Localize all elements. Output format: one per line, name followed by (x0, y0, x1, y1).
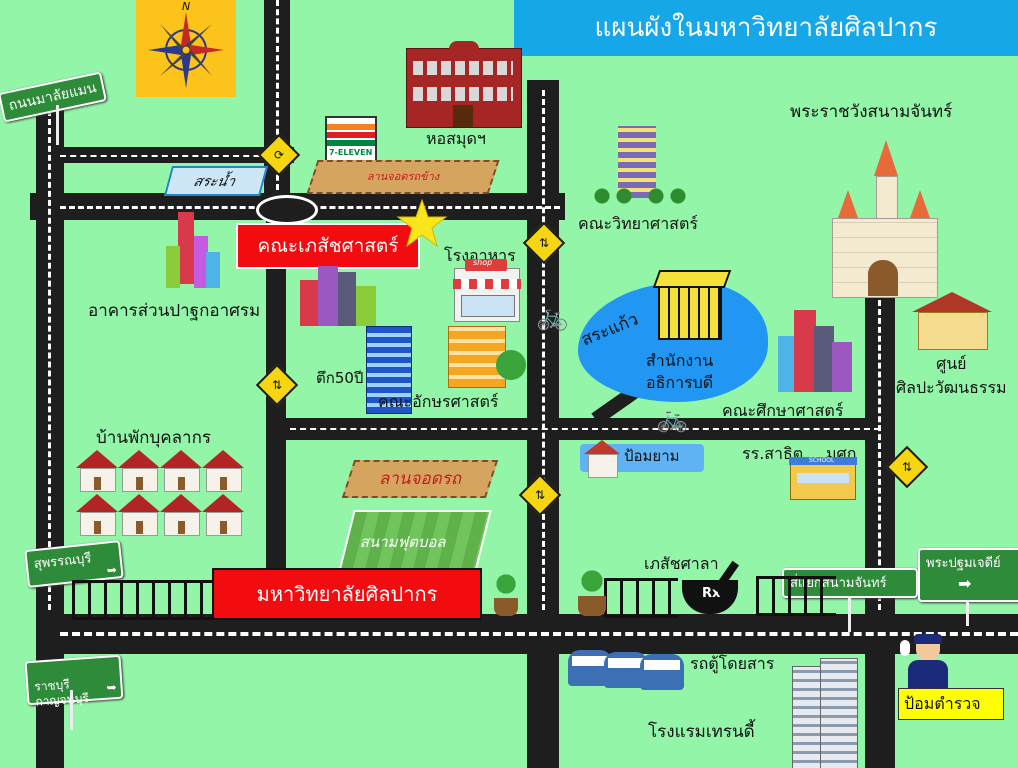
north-label: N (182, 0, 191, 13)
two-way-traffic-icon: ⇅ (271, 378, 283, 392)
education-building (778, 310, 852, 392)
culture-center-house (912, 292, 992, 350)
seven-eleven-label: 7-ELEVEN (329, 148, 373, 157)
palace-label: พระราชวังสนามจันทร์ (790, 102, 953, 122)
pool: สระน้ำ (163, 166, 269, 196)
lane-marking (48, 110, 51, 610)
staff-house (160, 494, 202, 536)
football-field-label: สนามฟุตบอล (359, 533, 446, 551)
lane-marking (60, 155, 290, 157)
map-title: แผนผังในมหาวิทยาลัยศิลปากร (514, 0, 1018, 56)
staff-house (202, 450, 244, 492)
bicycle-icon: 🚲 (536, 302, 569, 332)
canteen-shop: shop (453, 258, 521, 322)
shop-label: shop (473, 258, 493, 267)
library-label: หอสมุดฯ (426, 129, 486, 148)
library-building (406, 41, 522, 128)
campus-fence (756, 576, 836, 616)
sign-phra-pathom: พระปฐมเจดีย์ ➡ (918, 548, 1018, 602)
staff-house (76, 450, 118, 492)
parking-lot: ลานจอดรถ (341, 460, 499, 498)
van-icon (640, 654, 684, 690)
police-box-label: ป้อมตำรวจ (904, 694, 981, 713)
president-office-building (652, 270, 732, 340)
parking-label: ลานจอดรถ (378, 469, 462, 489)
two-way-traffic-icon: ⇅ (538, 236, 550, 250)
dorm-building-label: อาคารส่วนปาฐกอาศรม (88, 301, 261, 321)
guard-booth-label: ป้อมยาม (624, 447, 680, 465)
lane-marking (276, 0, 279, 190)
two-way-sign: ⇅ (255, 363, 299, 407)
arrow-right-icon: ➥ (106, 680, 118, 695)
guard-booth-house (584, 440, 620, 478)
tree-row (594, 186, 686, 208)
roundabout (256, 195, 318, 225)
arrow-right-icon: ➥ (106, 562, 118, 578)
police-officer-icon (898, 632, 954, 688)
staff-house (202, 494, 244, 536)
two-way-traffic-icon: ⇅ (534, 488, 546, 502)
lane-marking (290, 428, 880, 430)
university-gate-sign: มหาวิทยาลัยศิลปากร (212, 568, 482, 620)
sign-pole (848, 596, 851, 632)
tree (496, 350, 526, 380)
building-50-label: ตึก50ปี (316, 369, 364, 387)
school-sign-label: SCHOOL (809, 457, 835, 464)
sign-phra-pathom-label: พระปฐมเจดีย์ (926, 556, 1001, 571)
side-parking-lot: ลานจอดรถข้าง (306, 160, 500, 194)
compass-rose-icon (148, 12, 224, 88)
pool-label: สระน้ำ (191, 174, 237, 190)
staff-house (118, 450, 160, 492)
school-building: SCHOOL (789, 457, 857, 500)
office-towers (300, 266, 376, 326)
staff-housing-label: บ้านพักบุคลากร (96, 428, 212, 448)
side-parking-label: ลานจอดรถข้าง (366, 170, 440, 183)
van-label: รถตู้โดยสาร (690, 654, 775, 673)
demo-school-label: รร.สาธิต (742, 444, 804, 463)
compass-box: N (136, 0, 236, 97)
sign-pole (70, 690, 73, 730)
arts-building (448, 326, 506, 388)
palace-castle (832, 140, 938, 298)
sign-ratchaburi: ราชบุรี กาญจนบุรี ➥ (24, 654, 124, 709)
lane-marking (542, 90, 545, 610)
campus-fence (604, 578, 678, 618)
sign-pole (56, 105, 59, 145)
arrow-right-icon: ➡ (958, 574, 972, 593)
science-faculty-label: คณะวิทยาศาสตร์ (578, 214, 698, 233)
staff-house (118, 494, 160, 536)
roundabout-icon: ⟳ (273, 148, 285, 162)
sign-pole (966, 600, 969, 626)
sign-suphanburi-label: สุพรรณบุรี (33, 551, 93, 573)
mortar-pestle-icon: Rx (682, 580, 738, 614)
drugstore-label: เภสัชศาลา (644, 554, 719, 573)
road-mid-vertical (266, 210, 286, 620)
potted-plant (572, 566, 612, 618)
staff-house (76, 494, 118, 536)
staff-house (160, 450, 202, 492)
culture-center-label: ศูนย์ ศิลปะวัฒนธรรม (896, 354, 1007, 397)
education-faculty-label: คณะศึกษาศาสตร์ (722, 401, 844, 420)
pharmacy-faculty-box: คณะเภสัชศาสตร์ (236, 223, 420, 269)
bicycle-icon: 🚲 (656, 404, 689, 434)
star-icon (396, 198, 448, 248)
football-field: สนามฟุตบอล (338, 510, 492, 572)
building-50 (366, 326, 412, 414)
two-way-traffic-icon: ⇅ (901, 460, 913, 474)
hotel-label: โรงแรมเทรนดี้ (648, 722, 755, 742)
hotel-building (792, 658, 858, 768)
president-office-label: สำนักงาน อธิการบดี (646, 351, 714, 392)
dorm-building (166, 212, 222, 288)
lane-marking (878, 300, 881, 610)
police-box-label-bg (898, 688, 1004, 720)
seven-eleven-logo: 7-ELEVEN (325, 116, 377, 168)
potted-plant (488, 570, 524, 618)
lane-marking (60, 632, 1018, 636)
arts-faculty-label: คณะอักษรศาสตร์ (378, 392, 499, 411)
sign-ratchaburi-label: ราชบุรี กาญจนบุรี (33, 677, 90, 709)
